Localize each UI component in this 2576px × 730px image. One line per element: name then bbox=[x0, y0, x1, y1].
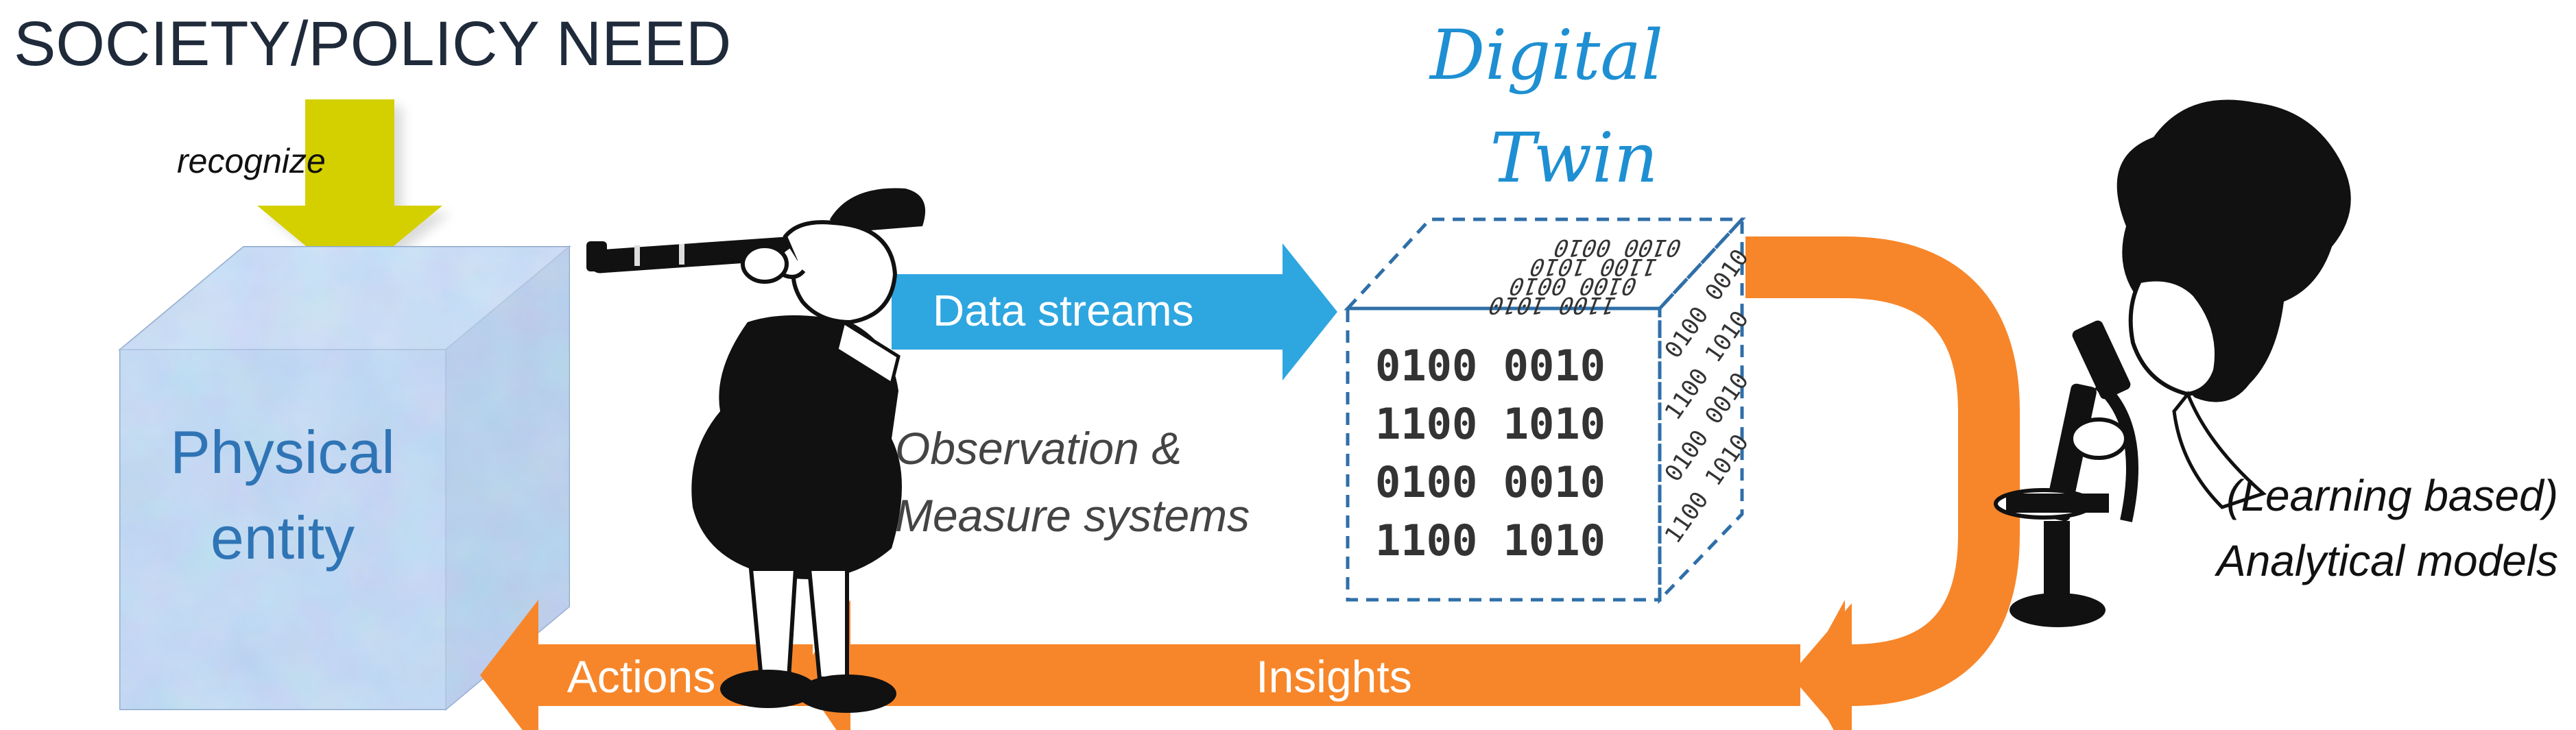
observer-illustration bbox=[586, 188, 926, 713]
digital-twin-cube bbox=[1344, 215, 1746, 605]
observation-label-line1: Observation & bbox=[895, 423, 1182, 474]
data-streams-label: Data streams bbox=[933, 286, 1194, 335]
scientist-illustration bbox=[1994, 99, 2351, 627]
binary-top-row-4: 1100 1010 bbox=[1485, 291, 1621, 319]
digital-twin-title-line2: Twin bbox=[1490, 118, 1658, 198]
binary-side: 0100 0010 1100 1010 0100 0010 1100 1010 bbox=[1660, 244, 1754, 548]
binary-front-row-2: 1100 1010 bbox=[1375, 399, 1606, 449]
models-label-line2: Analytical models bbox=[2214, 536, 2558, 585]
page-title: SOCIETY/POLICY NEED bbox=[14, 9, 731, 79]
observation-label-line2: Measure systems bbox=[895, 490, 1250, 541]
binary-front-row-3: 0100 0010 bbox=[1375, 457, 1606, 507]
binary-top-row-3: 0100 0010 bbox=[1505, 272, 1642, 300]
binary-front-row-1: 0100 0010 bbox=[1375, 341, 1606, 391]
physical-entity-label-line1: Physical bbox=[170, 418, 395, 486]
binary-front: 0100 0010 1100 1010 0100 0010 1100 1010 bbox=[1375, 341, 1606, 565]
insights-arrow bbox=[799, 236, 2020, 730]
physical-entity-cube bbox=[118, 245, 571, 711]
data-streams-arrow bbox=[892, 243, 1337, 380]
models-label-line1: (Learning based) bbox=[2226, 471, 2558, 520]
binary-front-row-4: 1100 1010 bbox=[1375, 515, 1606, 565]
binary-top-row-1: 0100 0010 bbox=[1550, 234, 1686, 261]
recognize-label: recognize bbox=[177, 142, 326, 180]
actions-label: Actions bbox=[567, 651, 715, 702]
digital-twin-title-line1: Digital bbox=[1429, 15, 1663, 95]
insights-label: Insights bbox=[1256, 651, 1411, 702]
physical-entity-label-line2: entity bbox=[211, 504, 355, 572]
binary-top-row-2: 1100 1010 bbox=[1526, 253, 1662, 280]
recognize-arrow bbox=[257, 99, 451, 289]
binary-top: 0100 0010 1100 1010 0100 0010 1100 1010 bbox=[1485, 234, 1686, 319]
